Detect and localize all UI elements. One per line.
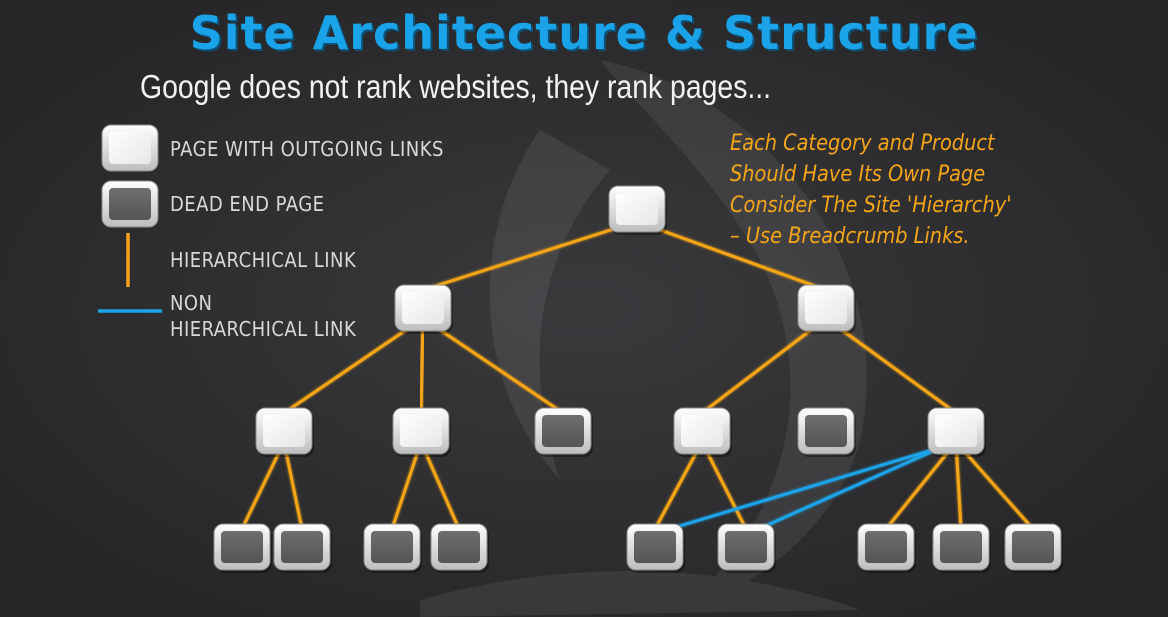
page-node	[255, 407, 314, 457]
dead-end-page-node	[717, 523, 776, 573]
hierarchical-link	[390, 447, 421, 531]
hierarchy-note: Each Category and Product Should Have It…	[730, 128, 1012, 252]
page-node	[927, 407, 986, 457]
hierarchical-link	[653, 447, 700, 531]
cross-links-layer	[310, 306, 944, 533]
hierarchical-link	[960, 447, 1035, 531]
dead-end-page-node	[626, 523, 685, 573]
page-title: Site Architecture & Structure	[189, 6, 979, 60]
legend-label-non-hierarchical-line1: NON	[170, 291, 213, 315]
dead-end-page-node	[1004, 523, 1063, 573]
legend-label-hierarchical: HIERARCHICAL LINK	[170, 248, 357, 272]
legend	[98, 124, 162, 313]
legend-page-icon	[101, 124, 159, 172]
hierarchical-link	[421, 225, 622, 292]
subtitle: Google does not rank websites, they rank…	[140, 68, 772, 105]
page-node	[392, 407, 451, 457]
dead-end-page-node	[797, 407, 856, 457]
dead-end-page-node	[273, 523, 332, 573]
hierarchical-link	[700, 324, 818, 415]
legend-label-dead-end: DEAD END PAGE	[170, 192, 325, 216]
hierarchical-link	[282, 324, 414, 415]
legend-label-page-with-links: PAGE WITH OUTGOING LINKS	[170, 137, 444, 161]
note-line-3: Consider The Site 'Hierarchy'	[730, 193, 1012, 218]
page-node	[394, 284, 453, 334]
page-node	[608, 185, 667, 235]
note-line-2: Should Have Its Own Page	[730, 162, 986, 187]
non-hierarchical-link	[661, 445, 944, 533]
hierarchical-link	[419, 324, 425, 415]
legend-label-non-hierarchical: NON HIERARCHICAL LINK	[170, 290, 356, 342]
dead-end-page-node	[430, 523, 489, 573]
page-node	[797, 284, 856, 334]
hierarchical-link	[834, 324, 958, 415]
hierarchical-link	[240, 447, 283, 531]
legend-label-non-hierarchical-line2: HIERARCHICAL LINK	[170, 317, 357, 341]
dead-end-page-node	[213, 523, 272, 573]
note-line-4: – Use Breadcrumb Links.	[730, 224, 970, 249]
non-hierarchical-link	[752, 445, 944, 533]
background-swirl	[420, 60, 867, 617]
dead-end-page-node	[363, 523, 422, 573]
hierarchical-link	[884, 447, 952, 531]
hierarchical-link	[432, 324, 565, 415]
hierarchical-link	[422, 447, 461, 531]
page-node	[673, 407, 732, 457]
hierarchical-link	[954, 447, 963, 531]
hierarchical-link	[283, 447, 304, 531]
pages-layer	[213, 185, 1063, 573]
note-line-1: Each Category and Product	[730, 131, 995, 156]
dead-end-page-node	[857, 523, 916, 573]
dead-end-page-node	[534, 407, 593, 457]
legend-dead-end-icon	[101, 180, 159, 228]
dead-end-page-node	[932, 523, 991, 573]
hierarchical-link	[704, 447, 748, 531]
hierarchical-link	[650, 225, 828, 292]
links-layer	[240, 225, 1035, 531]
